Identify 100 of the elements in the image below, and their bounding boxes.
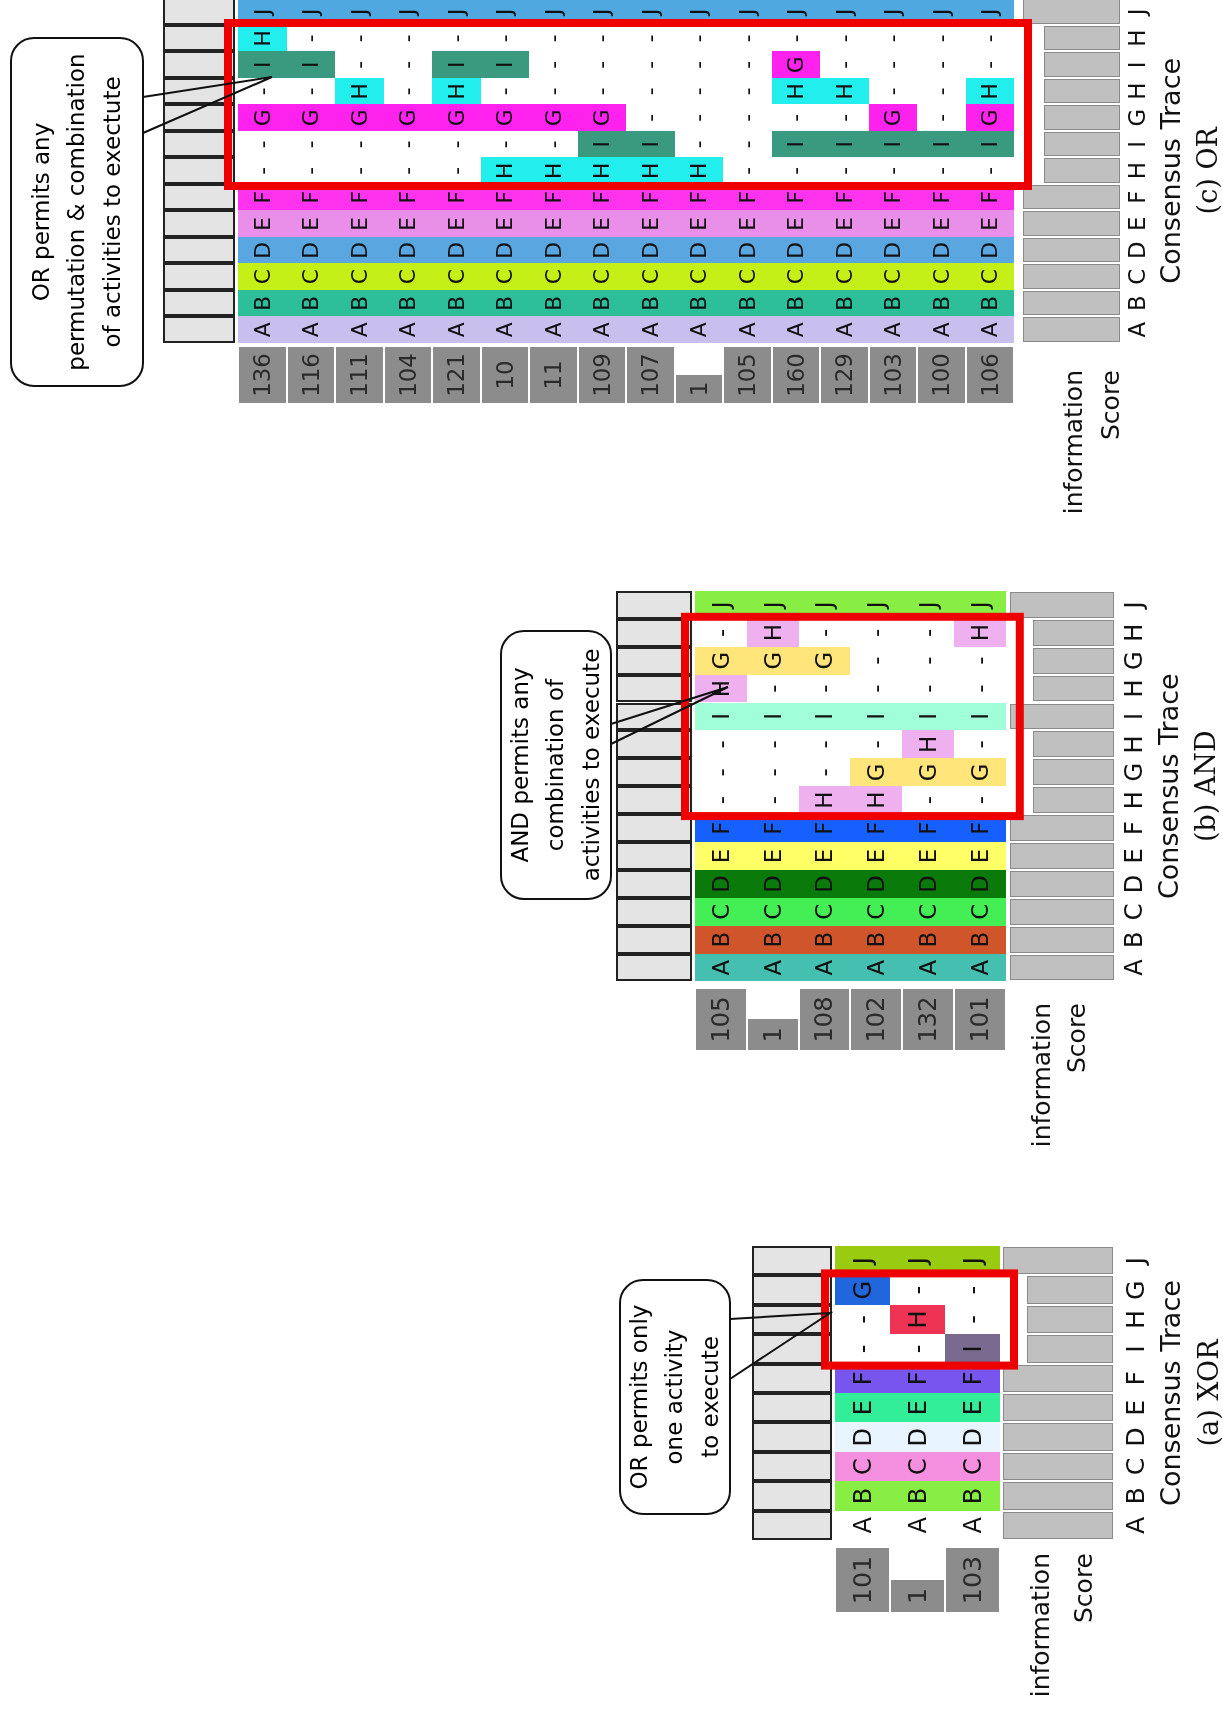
gap-dash: -	[733, 33, 761, 45]
activity-cell: E	[850, 842, 903, 870]
gap-dash: -	[965, 739, 994, 751]
activity-cell: G	[902, 758, 954, 787]
trace-count: 111	[336, 347, 383, 403]
activity-cell: D	[529, 237, 578, 264]
trace-count: 136	[239, 347, 286, 403]
leader-line	[610, 686, 729, 745]
activity-cell: B	[286, 290, 335, 317]
activity-cell: A	[868, 316, 917, 343]
activity-cell: A	[674, 316, 723, 343]
activity-cell: A	[238, 316, 287, 343]
consensus-letter: H	[1119, 622, 1149, 644]
activity-cell: I	[286, 51, 335, 78]
gap-dash: -	[442, 33, 470, 45]
consensus-letter: J	[1119, 600, 1149, 612]
activity-cell: B	[820, 290, 869, 317]
activity-cell: H	[890, 1304, 945, 1335]
gap-dash: -	[976, 33, 1004, 45]
gap-dash: -	[976, 165, 1004, 177]
activity-cell: I	[917, 131, 966, 158]
gap-dash: -	[879, 33, 907, 45]
trace-count: 105	[696, 989, 746, 1050]
consensus-letter: H	[1123, 161, 1151, 182]
gap-dash: -	[965, 683, 994, 695]
activity-cell: G	[771, 51, 820, 78]
trace-count: 1	[747, 1019, 798, 1050]
activity-cell: H	[529, 157, 578, 184]
activity-cell: D	[890, 1422, 945, 1452]
activity-cell: A	[850, 953, 903, 982]
activity-cell: G	[432, 104, 481, 131]
gap-dash: -	[345, 33, 373, 45]
gap-dash: -	[830, 59, 858, 71]
gap-dash: -	[539, 86, 567, 98]
activity-cell: B	[850, 925, 903, 954]
activity-cell: E	[529, 210, 578, 237]
consensus-letter: D	[1123, 240, 1151, 262]
axis-title: Consensus Trace	[1153, 56, 1187, 286]
activity-cell: C	[890, 1451, 945, 1482]
activity-cell: E	[954, 842, 1006, 870]
gap-dash: -	[862, 655, 891, 667]
activity-cell: D	[577, 237, 626, 264]
activity-cell: C	[723, 263, 772, 290]
gap-dash: -	[782, 165, 810, 177]
gap-dash: -	[733, 86, 761, 98]
consensus-letter: C	[1119, 902, 1149, 923]
activity-cell: A	[286, 316, 335, 343]
gap-dash: -	[491, 86, 519, 98]
activity-cell: A	[723, 316, 772, 343]
gap-dash: -	[345, 165, 373, 177]
gap-dash: -	[810, 627, 839, 639]
gap-dash: -	[685, 33, 713, 45]
gap-dash: -	[706, 795, 735, 807]
row-label: information	[1057, 370, 1089, 517]
activity-cell: C	[335, 263, 384, 290]
consensus-letter: H	[1119, 790, 1149, 812]
activity-cell: G	[965, 104, 1014, 131]
consensus-letter: E	[1119, 1398, 1151, 1418]
gap-dash: -	[248, 165, 276, 177]
consensus-letter: H	[1119, 1309, 1151, 1332]
activity-cell: D	[771, 237, 820, 264]
consensus-letter: I	[1123, 139, 1151, 150]
consensus-letter: J	[1119, 1256, 1151, 1268]
axis-title: Consensus Trace	[1153, 1279, 1187, 1508]
activity-cell: E	[432, 210, 481, 237]
gap-dash: -	[830, 112, 858, 124]
activity-cell: E	[771, 210, 820, 237]
activity-cell: E	[695, 842, 747, 870]
gap-dash: -	[830, 165, 858, 177]
activity-cell: E	[890, 1393, 945, 1423]
gap-dash: -	[297, 86, 325, 98]
activity-cell: B	[695, 925, 747, 954]
activity-cell: G	[238, 104, 287, 131]
activity-cell: A	[820, 316, 869, 343]
activity-cell: A	[529, 316, 578, 343]
gap-dash: -	[588, 86, 616, 98]
activity-cell: A	[902, 953, 954, 982]
activity-cell: D	[868, 237, 917, 264]
activity-cell: B	[529, 290, 578, 317]
activity-cell: G	[798, 646, 851, 675]
callout-box: OR permits only one activity to execute	[619, 1279, 731, 1515]
gap-dash: -	[758, 683, 787, 695]
activity-cell: D	[820, 237, 869, 264]
activity-cell: I	[432, 51, 481, 78]
gap-dash: -	[782, 112, 810, 124]
row-label: information	[1024, 1553, 1056, 1700]
gap-dash: -	[862, 739, 891, 751]
gap-dash: -	[862, 627, 891, 639]
gap-dash: -	[902, 1284, 933, 1297]
trace-count: 1	[891, 1580, 944, 1612]
consensus-letter: H	[1123, 81, 1151, 102]
activity-cell: D	[383, 237, 432, 264]
activity-cell: G	[480, 104, 529, 131]
activity-cell: C	[917, 263, 966, 290]
activity-cell: D	[945, 1422, 1000, 1452]
trace-count: 1	[675, 375, 722, 403]
activity-cell: D	[954, 869, 1006, 898]
gap-dash: -	[636, 59, 664, 71]
activity-cell: H	[798, 786, 851, 815]
gap-dash: -	[345, 139, 373, 151]
